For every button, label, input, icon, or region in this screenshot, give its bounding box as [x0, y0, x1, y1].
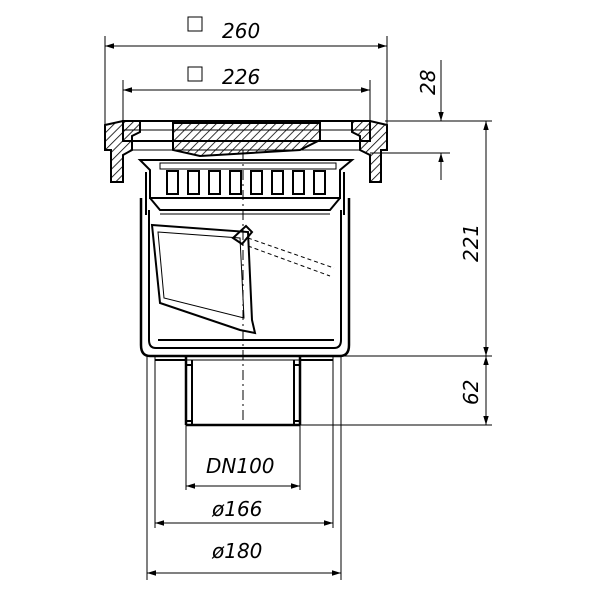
dim-260-label: 260 [222, 19, 260, 43]
dimension-outer-square: 260 [104, 16, 388, 125]
dimension-body-height: 221 [340, 121, 492, 357]
dimension-dia-180: ø180 [146, 356, 342, 580]
dim-221-label: 221 [459, 224, 483, 262]
outlet-pipe [154, 355, 334, 427]
dim-180-label: ø180 [211, 539, 262, 563]
square-symbol-icon [187, 16, 203, 32]
square-symbol-icon [187, 66, 203, 82]
top-frame [104, 120, 388, 183]
dim-226-label: 226 [222, 65, 260, 89]
dimension-frame-height: 28 [370, 60, 492, 180]
drain-body [139, 197, 351, 358]
dimension-inner-square: 226 [122, 65, 371, 125]
inlet-slot-ring [137, 159, 355, 215]
dim-62-label: 62 [459, 380, 483, 405]
dimension-outlet-nominal: DN100 [185, 425, 301, 490]
dim-28-label: 28 [416, 70, 440, 95]
dim-166-label: ø166 [211, 497, 262, 521]
dimension-dia-166: ø166 [154, 356, 334, 528]
dim-dn100-label: DN100 [206, 454, 275, 478]
dimension-outlet-height: 62 [300, 356, 492, 426]
